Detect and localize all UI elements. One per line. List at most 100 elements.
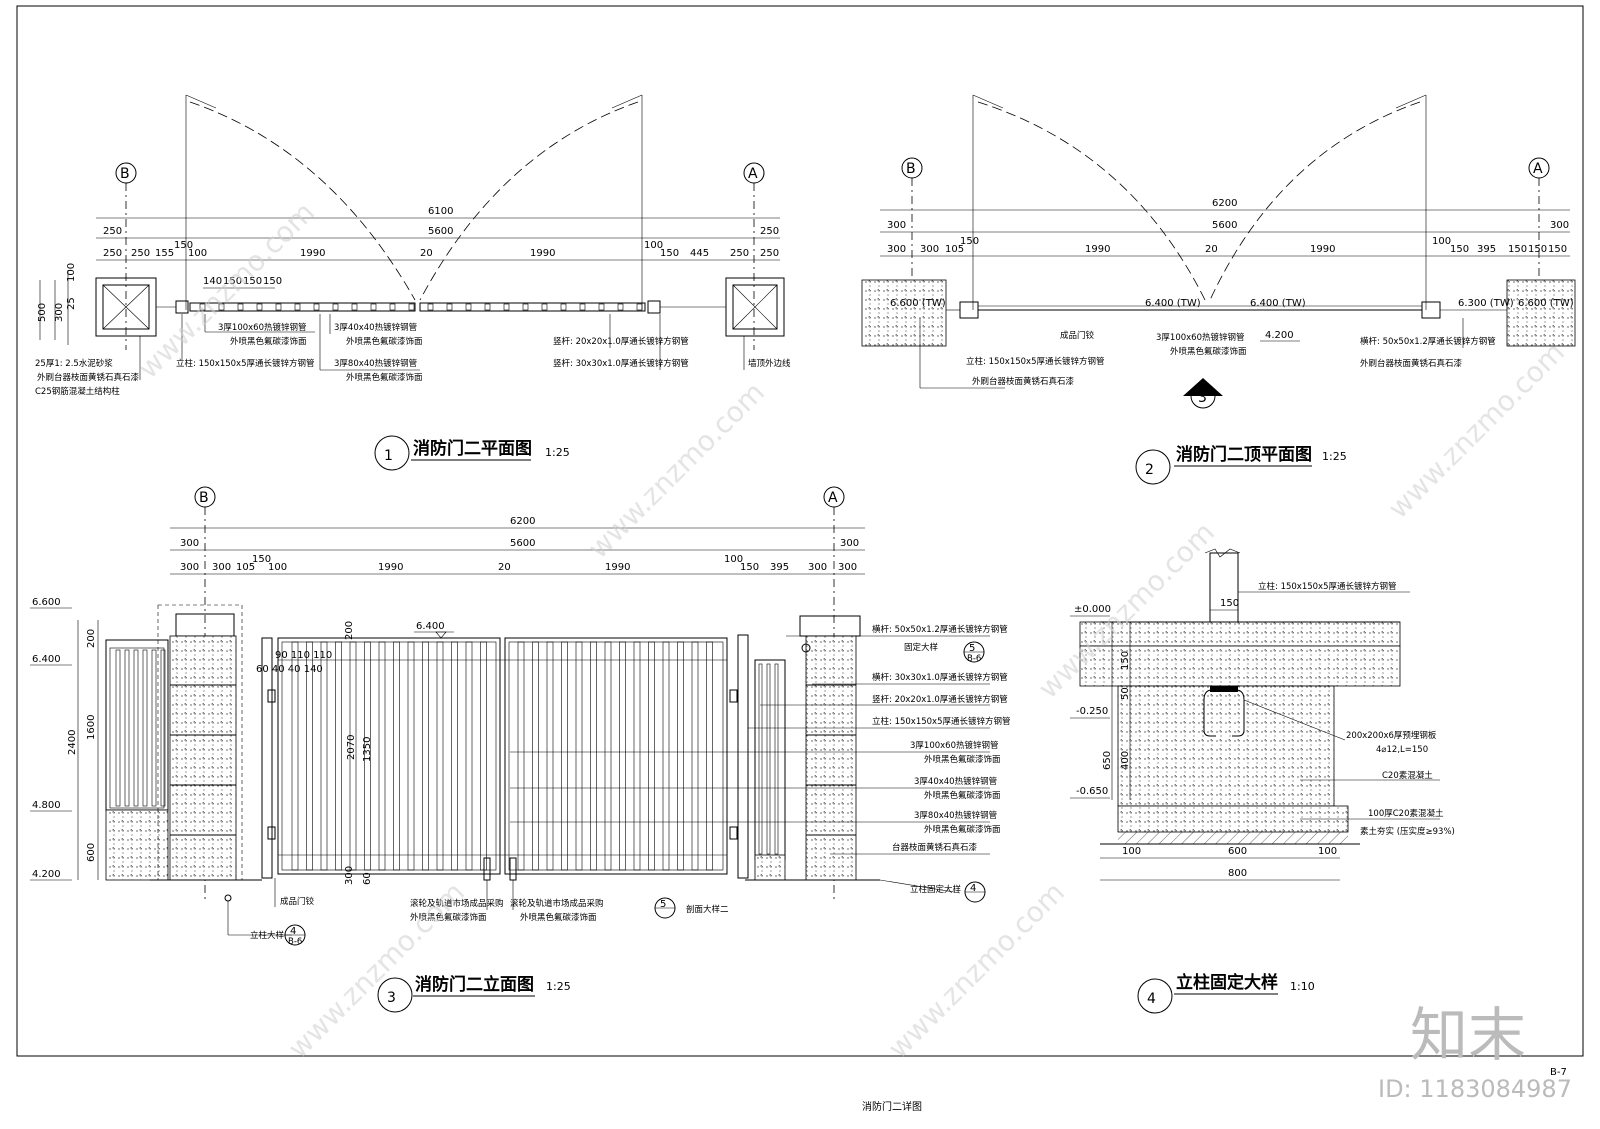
gate-leaf-left <box>277 637 501 875</box>
dim-d4-v50: 50 <box>1120 687 1131 700</box>
note-e3-6: 外喷黑色氟碳漆饰面 <box>924 754 1001 765</box>
dim3-1990b: 1990 <box>605 562 630 573</box>
bar <box>408 303 415 311</box>
watermark-site-1: www.znzmo.com <box>132 196 321 385</box>
dim-d4-v650: 650 <box>1102 751 1113 770</box>
note-e3-post: 立柱大样 <box>250 930 285 941</box>
level-4800: 4.800 <box>32 800 61 811</box>
bar <box>774 663 779 855</box>
note-p1-4: 3厚80x40热镀锌钢管 <box>334 358 417 369</box>
view-scale-1: 1:25 <box>545 446 570 459</box>
sheet-title: 消防门二详图 <box>862 1100 922 1113</box>
bar <box>575 641 583 871</box>
dim2-105: 105 <box>945 244 964 255</box>
note-p1-6: 立柱: 150x150x5厚通长镀锌方钢管 <box>176 358 314 369</box>
note-e3-sec: 剖面大样二 <box>686 904 729 915</box>
bar <box>422 641 429 871</box>
bar <box>706 641 713 871</box>
note-p1-0: 3厚100x60热镀锌钢管 <box>218 322 306 333</box>
note-e3-hinge: 成品门铰 <box>280 896 315 907</box>
view-bubble-2 <box>1135 449 1171 485</box>
dim3-100b: 100 <box>724 554 743 565</box>
bar <box>451 641 458 871</box>
view-bubble-1 <box>374 435 410 471</box>
dim-500: 500 <box>37 303 48 322</box>
bar <box>446 303 453 311</box>
dim-d4-800: 800 <box>1228 868 1247 879</box>
note-e3-wheel2b: 外喷黑色氟碳漆饰面 <box>520 912 597 923</box>
dim-25-v: 25 <box>66 297 77 310</box>
bar <box>427 303 434 311</box>
note-p2-3: 立柱: 150x150x5厚通长镀锌方钢管 <box>966 356 1104 367</box>
elev3-notes-right: 横杆: 50x50x1.2厚通长镀锌方钢管 固定大样 横杆: 30x30x1.0… <box>510 624 1010 855</box>
lv-d4-0: ±0.000 <box>1074 604 1111 615</box>
dim3-v1600: 1600 <box>86 715 97 740</box>
bar <box>766 663 771 855</box>
dim-d4-100a: 100 <box>1122 846 1141 857</box>
dim3-300b: 300 <box>840 538 859 549</box>
dim-1990-b: 1990 <box>530 248 555 259</box>
bar <box>335 641 342 871</box>
note-p1-12: C25钢筋混凝土结构柱 <box>35 386 120 397</box>
note-e3-7: 3厚40x40热镀锌钢管 <box>914 776 997 787</box>
dim2-395: 395 <box>1477 244 1496 255</box>
bar <box>306 641 313 871</box>
dim-250-d: 250 <box>131 248 150 259</box>
dim-100-b: 100 <box>644 240 663 251</box>
view-scale-2: 1:25 <box>1322 450 1347 463</box>
bar <box>636 303 643 311</box>
dim-150-d: 150 <box>243 276 262 287</box>
view-scale-3: 1:25 <box>546 980 571 993</box>
note-d4-plate2: 4⌀12,L=150 <box>1376 745 1428 755</box>
dim3-total: 6200 <box>510 516 535 527</box>
lv-d4-2: -0.650 <box>1076 786 1108 797</box>
dim-140: 140 <box>203 276 222 287</box>
watermark-id: ID: 1183084987 <box>1378 1075 1572 1103</box>
dim-total: 6100 <box>428 206 453 217</box>
note-p2-1: 3厚100x60热镀锌钢管 <box>1156 332 1244 343</box>
grid-label-a3: A <box>828 490 838 506</box>
dim-300-v: 300 <box>54 303 65 322</box>
note-p2-4: 外刷台器枝面黄锈石真石漆 <box>972 376 1075 387</box>
dim-d4-v400: 400 <box>1120 751 1131 770</box>
note-e3-0: 横杆: 50x50x1.2厚通长镀锌方钢管 <box>872 624 1008 635</box>
dim2-100: 100 <box>1432 236 1451 247</box>
dim3-150b: 150 <box>740 562 759 573</box>
bar <box>256 303 263 311</box>
dim-d4-150: 150 <box>1220 598 1239 609</box>
grid-label-a2: A <box>1533 161 1543 177</box>
dim2-300a: 300 <box>887 220 906 231</box>
dim2-total: 6200 <box>1212 198 1237 209</box>
section-mark-label: 3 <box>1198 390 1207 406</box>
note-p1-2: 3厚40x40热镀锌钢管 <box>334 322 417 333</box>
dim2-300b: 300 <box>1550 220 1569 231</box>
dim2-5600: 5600 <box>1212 220 1237 231</box>
note-p1-7: 竖杆: 20x20x1.0厚通长镀锌方钢管 <box>553 336 689 347</box>
dim2-20: 20 <box>1205 244 1218 255</box>
view-bubble-3 <box>377 977 413 1013</box>
note-p2-0: 成品门铰 <box>1060 330 1095 341</box>
bar <box>758 663 763 855</box>
elev3-top-level: 6.400 <box>416 621 445 632</box>
dim-1990-a: 1990 <box>300 248 325 259</box>
bar <box>199 303 206 311</box>
note-p1-3: 外喷黑色氟碳漆饰面 <box>346 336 423 347</box>
note-d4-soil: 素土夯实 (压实度≥93%) <box>1360 826 1455 837</box>
dim3-1990a: 1990 <box>378 562 403 573</box>
bar <box>590 641 597 871</box>
dim-250-f: 250 <box>760 248 779 259</box>
bar <box>160 649 166 807</box>
sheet-border <box>16 5 1584 1057</box>
view-title-2: 消防门二顶平面图 <box>1176 444 1312 465</box>
level-6400: 6.400 <box>32 654 61 665</box>
dim-100-a: 100 <box>188 248 207 259</box>
bar <box>484 303 491 311</box>
note-e3-5: 3厚100x60热镀锌钢管 <box>910 740 998 751</box>
watermark-brand: 知末 <box>1410 1001 1526 1069</box>
note-p2-5: 横杆: 50x50x1.2厚通长镀锌方钢管 <box>1360 336 1496 347</box>
view-number-4: 4 <box>1147 991 1156 1007</box>
dim3-300e: 300 <box>808 562 827 573</box>
bar <box>370 303 377 311</box>
note-d4-plate1: 200x200x6厚预埋钢板 <box>1346 730 1437 741</box>
bar <box>364 641 371 871</box>
